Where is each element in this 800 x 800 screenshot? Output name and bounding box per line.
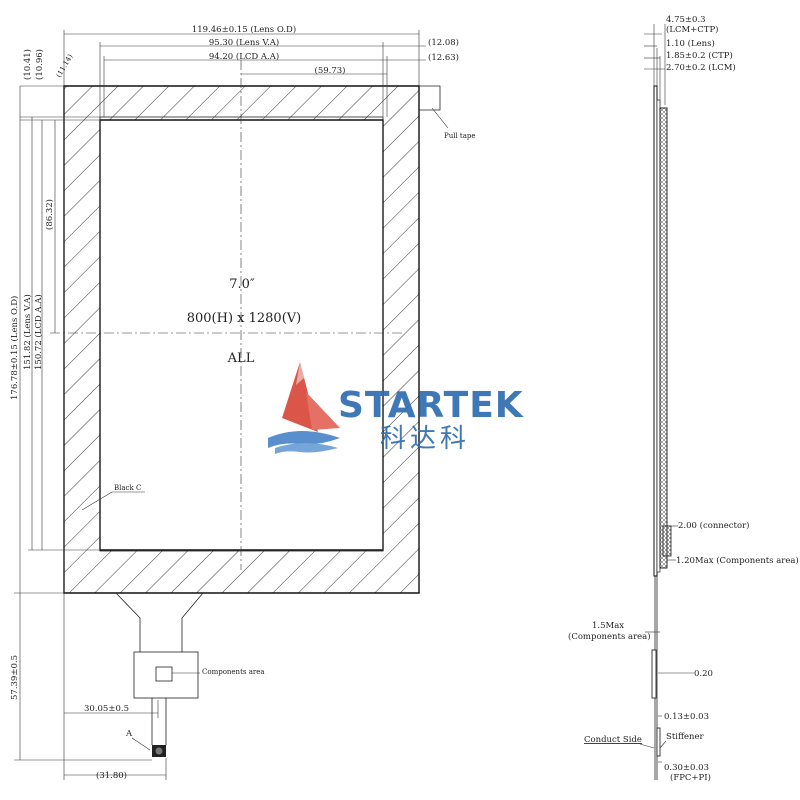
lens-layer [653, 85, 658, 577]
side-connector [662, 525, 672, 557]
dim-0-20: 0.20 [694, 669, 713, 679]
right-gap-lcd: (12.63) [428, 52, 459, 63]
fpc-offset: 30.05±0.5 [84, 704, 129, 714]
dim-10-96: (10.96) [34, 49, 45, 80]
lens-thickness: 1.10 (Lens) [666, 38, 715, 49]
bottom-dimensions: 57.39±0.5 30.05±0.5 (31.80) [10, 593, 167, 781]
ctp-layer [656, 99, 661, 573]
fpc-length: 57.39±0.5 [10, 655, 20, 700]
lcm-layer [659, 107, 668, 569]
fpc-pi-thickness: 0.30±0.03 [664, 763, 709, 773]
front-view: Pull tape 7.0″ 800(H) x 1280(V) ALL Blac… [9, 24, 476, 781]
stiffener-label: Stiffener [666, 732, 705, 742]
lcm-thickness: 2.70±0.2 (LCM) [666, 62, 736, 73]
total-thickness-sub: (LCM+CTP) [666, 24, 719, 35]
logo-chinese: 科达科 [380, 424, 470, 454]
view-direction: ALL [227, 351, 255, 366]
black-c-label: Black C [114, 484, 141, 492]
side-stiffener [656, 727, 661, 757]
top-dimensions: 119.46±0.15 (Lens O.D) 95.30 (Lens V.A) … [63, 24, 459, 117]
display-size: 7.0″ [229, 277, 255, 292]
lens-od-height: 176.78±0.15 (Lens O.D) [9, 296, 20, 400]
lens-va-width: 95.30 (Lens V.A) [209, 37, 279, 48]
lcd-aa-width: 94.20 (LCD A.A) [209, 51, 279, 62]
logo-name: STARTEK [338, 385, 524, 426]
right-gap-top: (12.08) [428, 37, 459, 48]
fpc-pin-label: A [125, 729, 133, 739]
components-area-label: Components area [202, 668, 265, 676]
dim-11-14: (11.14) [55, 53, 75, 79]
lens-va-height: 151.82 (Lens V.A) [22, 294, 33, 370]
components-area-box [155, 666, 173, 682]
dim-0-13: 0.13±0.03 [664, 712, 709, 722]
side-component [651, 649, 657, 699]
fpc-pi-sub: (FPC+PI) [670, 772, 711, 783]
lens-od-width: 119.46±0.15 (Lens O.D) [192, 24, 296, 35]
left-dimensions: 176.78±0.15 (Lens O.D) 151.82 (Lens V.A)… [9, 86, 100, 594]
fpc-tail: Components area A [115, 592, 265, 757]
connector-thickness: 2.00 (connector) [678, 520, 749, 531]
pull-tape [419, 85, 441, 111]
conduct-side-label: Conduct Side [584, 735, 642, 745]
comp-15max: 1.5Max [592, 621, 624, 631]
logo-wave-icon [268, 431, 340, 448]
center-offset: (59.73) [315, 65, 346, 76]
fpc-total: (31.80) [96, 770, 127, 781]
dim-10-41: (10.41) [22, 49, 33, 80]
side-view: 4.75±0.3 (LCM+CTP) 1.10 (Lens) 1.85±0.2 … [568, 15, 799, 783]
resolution: 800(H) x 1280(V) [187, 311, 302, 326]
lcd-active-area [99, 116, 384, 552]
lcd-aa-height: 150.72 (LCD A.A) [33, 294, 44, 370]
half-height: (86.32) [44, 199, 55, 230]
comp-15max-sub: (Components area) [568, 631, 651, 642]
fpc-component-board [133, 651, 199, 699]
total-thickness: 4.75±0.3 [666, 15, 706, 25]
components-max: 1.20Max (Components area) [676, 555, 799, 566]
pull-tape-label: Pull tape [444, 132, 476, 140]
logo-sail-icon [282, 362, 318, 432]
startek-logo: STARTEK 科达科 [268, 362, 524, 454]
lens-border-hatch [63, 85, 420, 594]
ctp-thickness: 1.85±0.2 (CTP) [666, 50, 733, 61]
